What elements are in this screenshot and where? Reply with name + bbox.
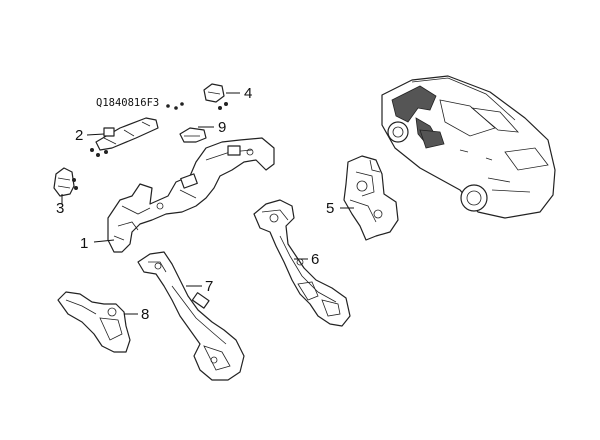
callout-4: 4 [244, 85, 252, 102]
callout-5: 5 [326, 200, 334, 217]
part-7-lower-pillar [137, 251, 245, 381]
diagram-code: Q1840816F3 [96, 97, 159, 109]
part-1-cross-member [107, 137, 275, 253]
vehicle-illustration [381, 75, 556, 219]
part-5-side-panel [343, 155, 399, 241]
leader-lines [61, 92, 354, 315]
callout-6: 6 [311, 251, 319, 268]
callout-9: 9 [218, 119, 226, 136]
callout-3: 3 [56, 200, 64, 217]
part-3-small-bracket [53, 167, 78, 197]
callout-8: 8 [141, 306, 149, 323]
part-4-clip [166, 83, 228, 110]
callout-7: 7 [205, 278, 213, 295]
part-9-bracket [179, 127, 207, 143]
part-6-pillar-rail [253, 199, 351, 327]
callout-1: 1 [80, 235, 88, 252]
part-2-upper-bracket [90, 117, 159, 157]
part-8-corner-bracket [57, 291, 131, 353]
callout-2: 2 [75, 127, 83, 144]
